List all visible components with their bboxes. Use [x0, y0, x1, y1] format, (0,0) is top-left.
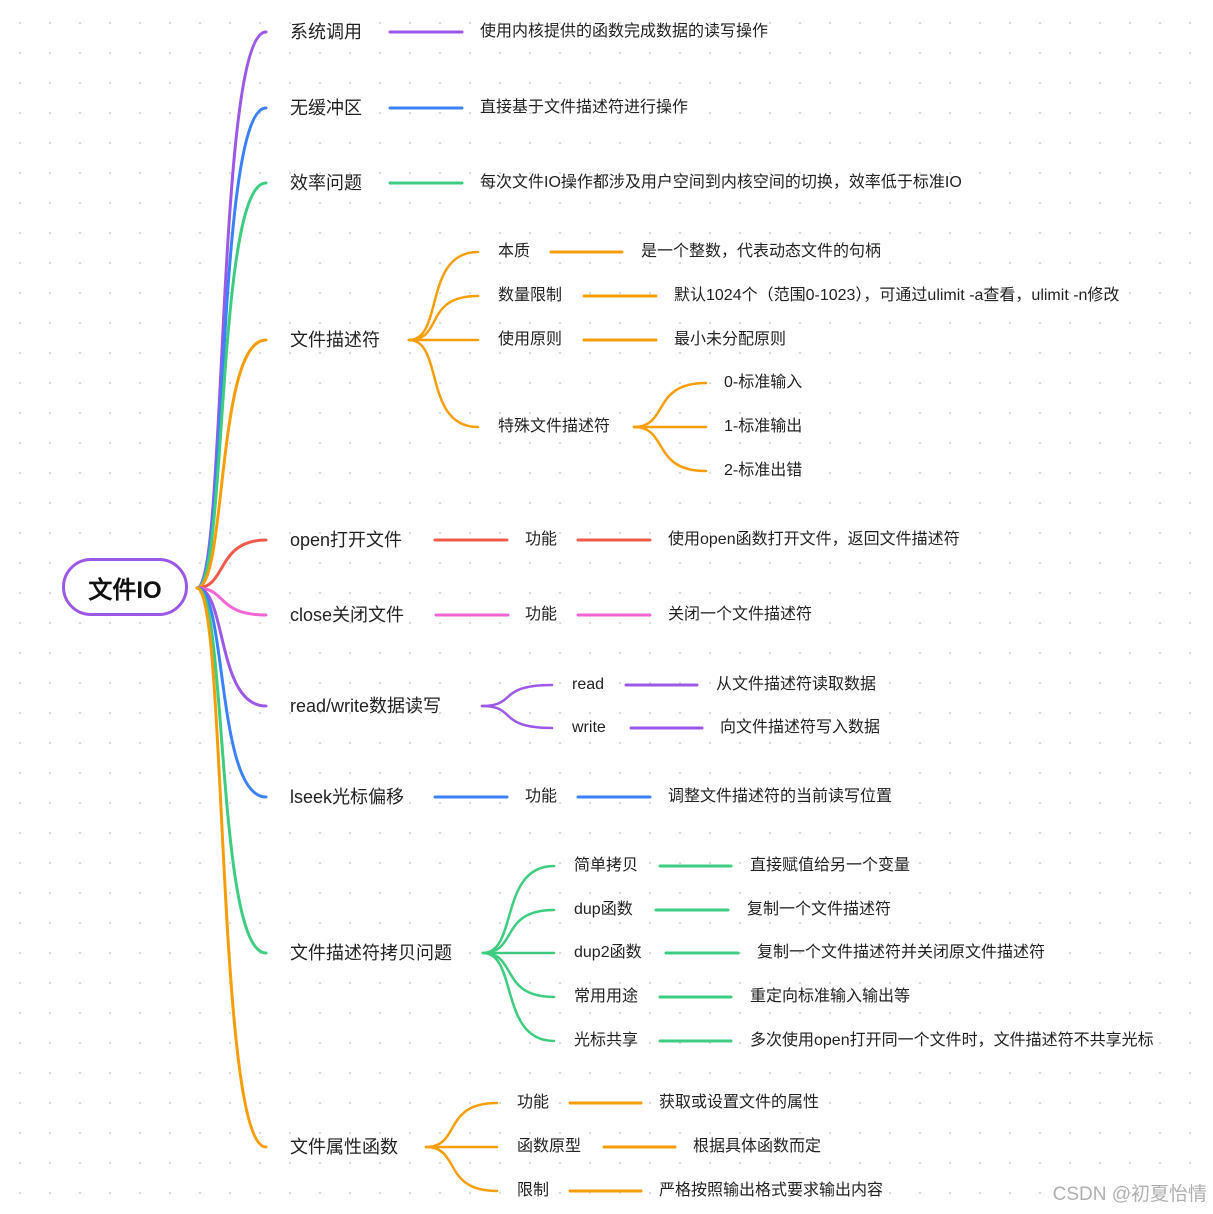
branch-6-grandchild-1-0-label[interactable]: 向文件描述符写入数据 — [720, 719, 881, 736]
branch-8-connector — [195, 586, 268, 955]
branch-9-grandchild-1-0-label[interactable]: 根据具体函数而定 — [693, 1138, 822, 1155]
branch-1-label[interactable]: 无缓冲区 — [290, 98, 362, 118]
branch-8-grandchild-2-0-label[interactable]: 复制一个文件描述符并关闭原文件描述符 — [757, 944, 1046, 961]
branch-7-label[interactable]: lseek光标偏移 — [290, 787, 405, 807]
branch-9-child-0-label[interactable]: 功能 — [517, 1094, 550, 1111]
branch-6-fork-1 — [480, 704, 554, 730]
root-node[interactable]: 文件IO — [62, 558, 188, 616]
branch-5-connector — [195, 586, 268, 617]
branch-3-grandchild-0-0-label[interactable]: 是一个整数，代表动态文件的句柄 — [641, 243, 882, 260]
branch-6-connector — [195, 586, 268, 708]
branch-7-grandchild-0-0-label[interactable]: 调整文件描述符的当前读写位置 — [668, 788, 893, 805]
branch-8-fork-1 — [481, 908, 556, 955]
branch-9-label[interactable]: 文件属性函数 — [290, 1137, 398, 1157]
branch-9-grandchild-0-0-label[interactable]: 获取或设置文件的属性 — [659, 1094, 820, 1111]
branch-8-grandchild-1-0-label[interactable]: 复制一个文件描述符 — [747, 901, 892, 918]
watermark: CSDN @初夏怡情 — [1052, 1184, 1207, 1205]
branch-5-label[interactable]: close关闭文件 — [290, 605, 405, 625]
branch-4-grandchild-0-0-label[interactable]: 使用open函数打开文件，返回文件描述符 — [668, 531, 960, 548]
branch-8-child-3-label[interactable]: 常用用途 — [574, 988, 639, 1005]
branch-3-grandchild-3-0-label[interactable]: 0-标准输入 — [724, 374, 803, 391]
branch-3-label[interactable]: 文件描述符 — [290, 330, 380, 350]
branch-8-child-1-label[interactable]: dup函数 — [574, 901, 633, 918]
branch-2-child-0-label[interactable]: 每次文件IO操作都涉及用户空间到内核空间的切换，效率低于标准IO — [480, 174, 962, 191]
branch-0-label[interactable]: 系统调用 — [290, 22, 362, 42]
branch-6-child-0-label[interactable]: read — [572, 676, 605, 693]
branch-9-fork-2 — [424, 1145, 499, 1193]
branch-0-child-0-label[interactable]: 使用内核提供的函数完成数据的读写操作 — [480, 23, 769, 40]
branch-5-grandchild-0-0-label[interactable]: 关闭一个文件描述符 — [668, 606, 813, 623]
branch-3-child-2-label[interactable]: 使用原则 — [498, 331, 563, 348]
branch-4-connector — [195, 538, 268, 590]
branch-7-connector — [195, 586, 268, 799]
branch-3-child-3-label[interactable]: 特殊文件描述符 — [498, 418, 611, 435]
branch-3-fork-3 — [407, 338, 480, 429]
branch-9-grandchild-2-0-label[interactable]: 严格按照输出格式要求输出内容 — [659, 1182, 884, 1199]
branch-4-child-0-label[interactable]: 功能 — [525, 531, 558, 548]
branch-3-child-1-label[interactable]: 数量限制 — [498, 287, 563, 304]
branch-3-grandchild-1-0-label[interactable]: 默认1024个（范围0-1023），可通过ulimit -a查看，ulimit … — [674, 287, 1120, 304]
branch-6-fork-0 — [480, 683, 554, 708]
branch-8-grandchild-4-0-label[interactable]: 多次使用open打开同一个文件时，文件描述符不共享光标 — [750, 1032, 1154, 1049]
branch-4-label[interactable]: open打开文件 — [290, 530, 403, 550]
branch-8-fork-3 — [481, 951, 556, 999]
branch-8-fork-0 — [481, 864, 556, 955]
branch-2-connector — [195, 181, 268, 590]
branch-8-child-4-label[interactable]: 光标共享 — [574, 1032, 639, 1049]
branch-8-grandchild-0-0-label[interactable]: 直接赋值给另一个变量 — [750, 857, 911, 874]
branch-8-child-2-label[interactable]: dup2函数 — [574, 944, 642, 961]
branch-3-fork-1 — [407, 294, 480, 342]
branch-8-label[interactable]: 文件描述符拷贝问题 — [290, 943, 452, 963]
branch-8-fork-4 — [481, 951, 556, 1043]
branch-9-child-1-label[interactable]: 函数原型 — [517, 1138, 582, 1155]
branch-5-child-0-label[interactable]: 功能 — [525, 606, 558, 623]
branch-7-child-0-label[interactable]: 功能 — [525, 788, 558, 805]
branch-3-child-3-fork-0 — [632, 381, 708, 429]
branch-3-child-3-fork-2 — [632, 425, 708, 473]
branch-9-child-2-label[interactable]: 限制 — [517, 1182, 550, 1199]
branch-3-grandchild-3-1-label[interactable]: 1-标准输出 — [724, 418, 803, 435]
branch-1-child-0-label[interactable]: 直接基于文件描述符进行操作 — [480, 99, 689, 116]
branch-8-grandchild-3-0-label[interactable]: 重定向标准输入输出等 — [750, 988, 911, 1005]
branch-3-connector — [195, 338, 268, 590]
branch-8-child-0-label[interactable]: 简单拷贝 — [574, 857, 639, 874]
branch-3-child-0-label[interactable]: 本质 — [498, 243, 531, 260]
branch-3-grandchild-2-0-label[interactable]: 最小未分配原则 — [674, 331, 787, 348]
branch-9-fork-0 — [424, 1101, 499, 1149]
branch-2-label[interactable]: 效率问题 — [290, 173, 362, 193]
branch-3-grandchild-3-2-label[interactable]: 2-标准出错 — [724, 462, 803, 479]
branch-3-fork-0 — [407, 250, 480, 342]
branch-9-connector — [195, 586, 268, 1149]
branch-6-child-1-label[interactable]: write — [572, 719, 606, 736]
branch-6-grandchild-0-0-label[interactable]: 从文件描述符读取数据 — [716, 676, 877, 693]
branch-6-label[interactable]: read/write数据读写 — [290, 696, 442, 716]
